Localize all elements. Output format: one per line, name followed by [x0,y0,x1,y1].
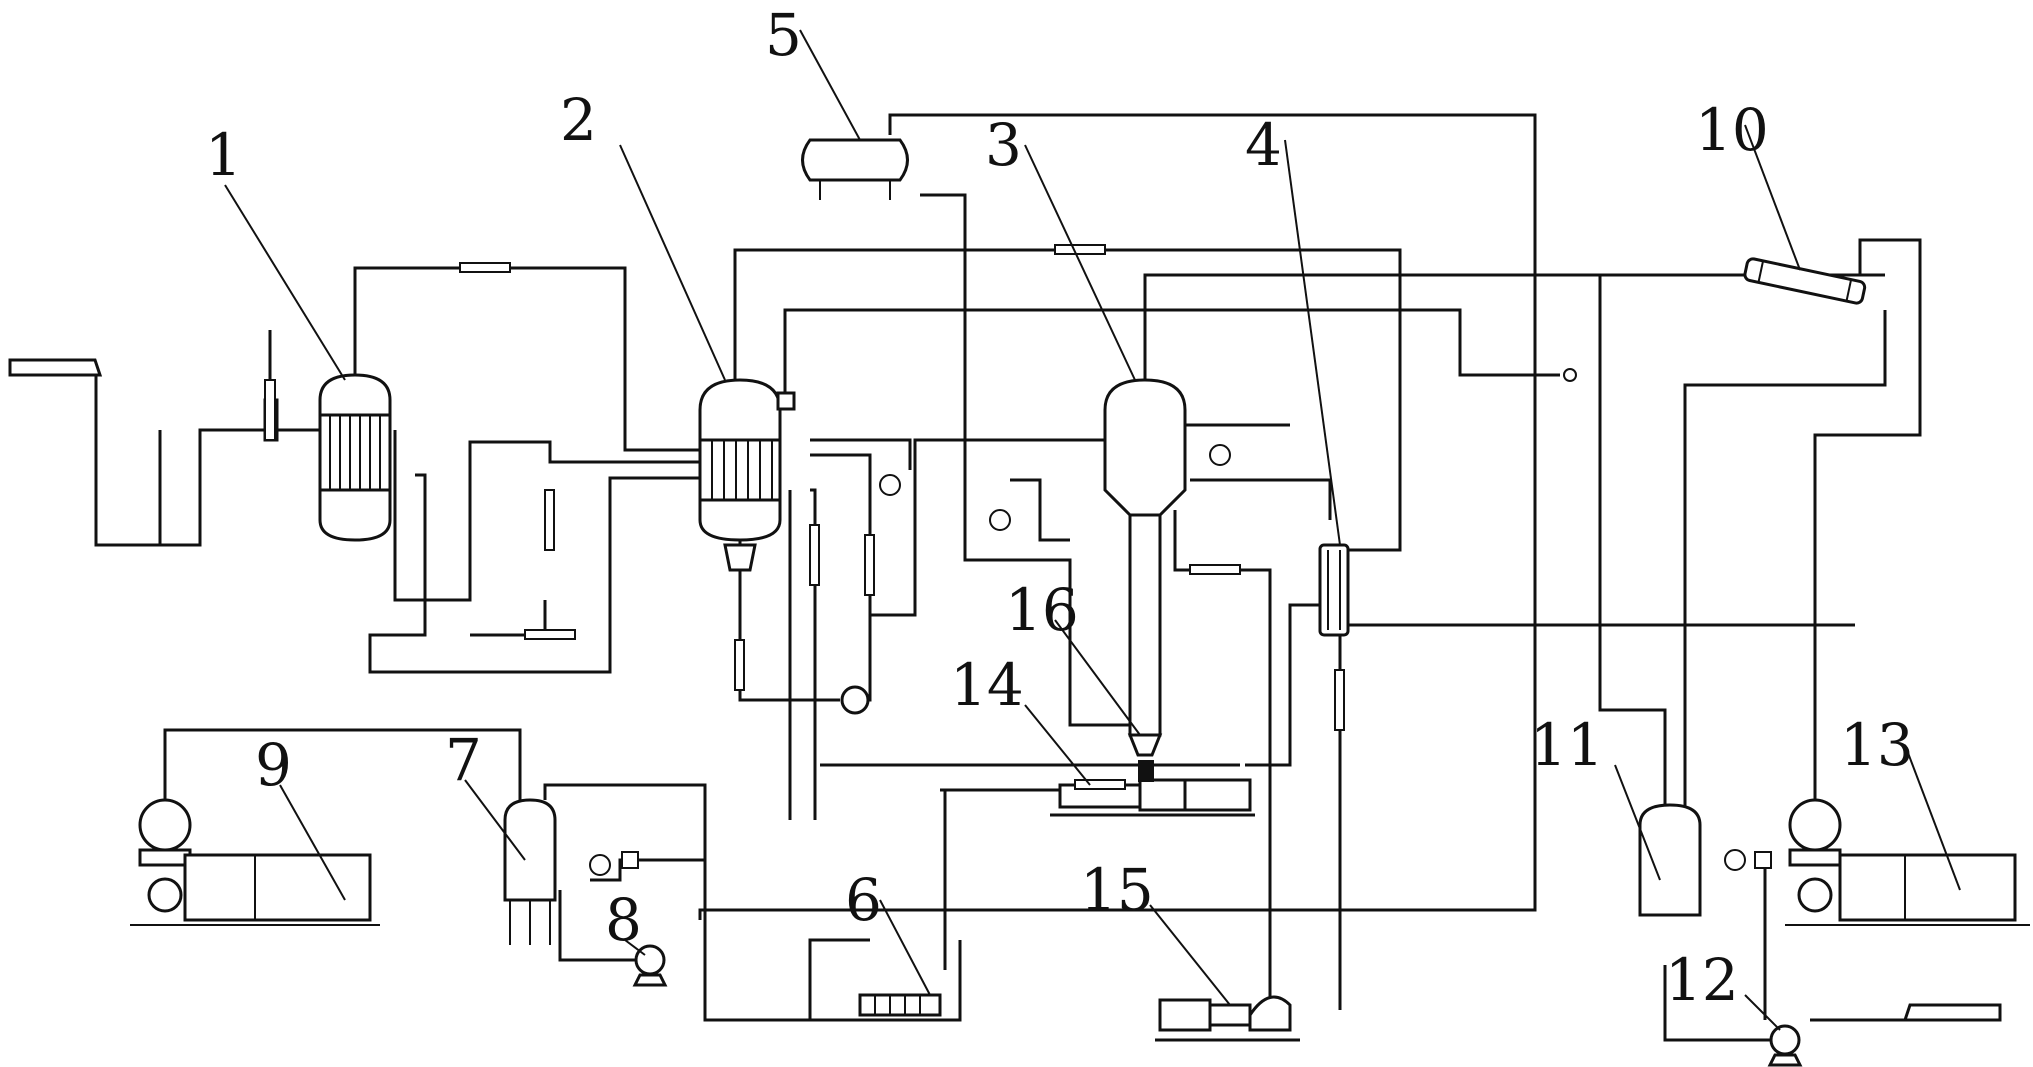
tank-4-heat-exchanger [1318,543,1350,637]
leader-lines [224,29,1961,1031]
vessel-5-receiver [801,138,909,200]
label-12: 12 [1665,946,1739,1014]
pump-15 [1155,995,1300,1042]
label-14: 14 [950,651,1024,719]
tank-2-evaporator [698,378,796,572]
label-7: 7 [445,726,482,794]
discharge-nozzle [1810,1003,2002,1022]
label-10: 10 [1695,96,1769,164]
label-6: 6 [845,866,882,934]
unit-9-vacuum-pump [130,798,380,926]
tank-7-condensate [503,798,557,945]
label-4: 4 [1245,111,1282,179]
callout-labels: 1 2 3 4 5 6 7 8 9 10 11 12 13 14 15 16 [205,1,1914,1014]
instruments [589,368,1772,876]
label-16: 16 [1005,576,1079,644]
label-5: 5 [765,1,802,69]
tank-1-evaporator [263,373,392,542]
label-11: 11 [1530,711,1604,779]
pump-12 [1767,1024,1803,1067]
screw-conveyor-14 [1050,760,1255,817]
unit-13-vacuum-pump [1785,798,2030,926]
label-1: 1 [205,121,242,189]
tank-11-separator [1638,803,1702,917]
label-8: 8 [605,886,642,954]
label-2: 2 [560,86,597,154]
tank-6-collector [808,940,962,1022]
label-9: 9 [255,731,292,799]
inline-valves [264,244,1345,790]
tank-3-separator [1103,378,1187,757]
piping [94,113,1922,1042]
label-3: 3 [985,111,1022,179]
label-13: 13 [1840,711,1914,779]
feed-inlet-nozzle [8,358,103,377]
condenser-10 [1743,257,1867,305]
label-15: 15 [1080,856,1154,924]
